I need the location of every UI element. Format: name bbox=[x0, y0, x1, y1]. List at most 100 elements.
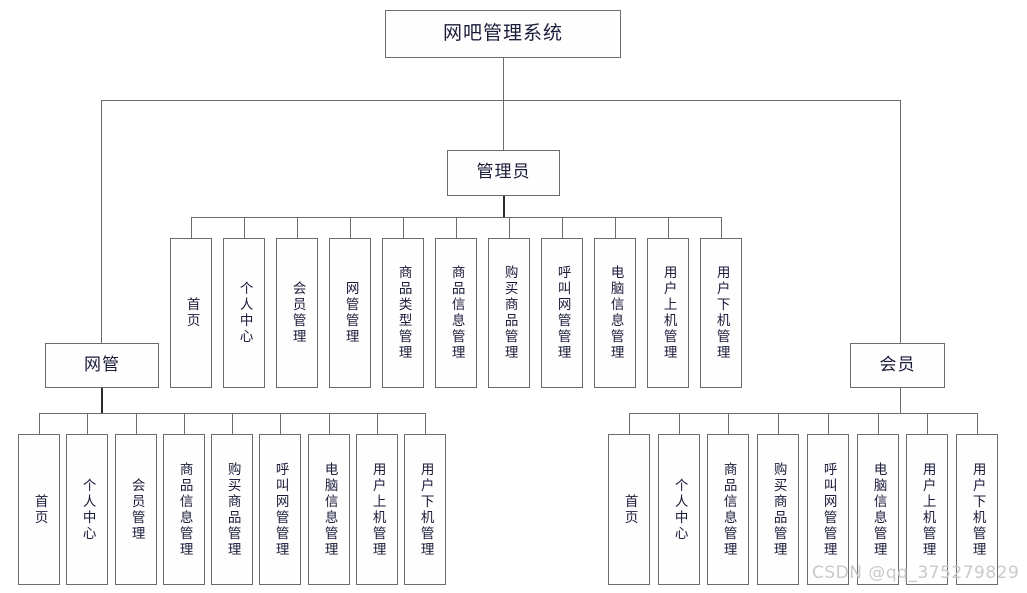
edge-netadmin-child-drop bbox=[425, 413, 426, 434]
node-admin-child-label: 用户上机管理 bbox=[660, 265, 677, 361]
edge-admin-child-drop bbox=[509, 217, 510, 238]
edge-admin-child-drop bbox=[562, 217, 563, 238]
node-admin-child[interactable]: 用户上机管理 bbox=[647, 238, 689, 388]
node-admin-child-label: 商品信息管理 bbox=[448, 265, 465, 361]
node-admin-child[interactable]: 个人中心 bbox=[223, 238, 265, 388]
edge-admin-child-drop bbox=[615, 217, 616, 238]
edge-top-bus-to-admin bbox=[503, 100, 504, 150]
node-netadmin-child[interactable]: 会员管理 bbox=[115, 434, 157, 585]
edge-member-child-drop bbox=[679, 413, 680, 434]
edge-netadmin-child-drop bbox=[136, 413, 137, 434]
edge-root-stem bbox=[503, 58, 504, 100]
edge-member-stem bbox=[900, 388, 901, 413]
node-netadmin-child[interactable]: 购买商品管理 bbox=[211, 434, 253, 585]
node-netadmin-child-label: 首页 bbox=[31, 493, 48, 526]
node-admin-child[interactable]: 用户下机管理 bbox=[700, 238, 742, 388]
node-role-member-label: 会员 bbox=[879, 354, 916, 375]
edge-admin-child-drop bbox=[403, 217, 404, 238]
edge-admin-stem bbox=[503, 196, 505, 217]
node-member-child-label: 用户下机管理 bbox=[969, 461, 986, 558]
node-admin-child[interactable]: 电脑信息管理 bbox=[594, 238, 636, 388]
node-admin-child-label: 个人中心 bbox=[236, 281, 253, 345]
edge-top-bus bbox=[101, 100, 901, 101]
node-admin-child-label: 商品类型管理 bbox=[395, 265, 412, 361]
edge-member-child-drop bbox=[778, 413, 779, 434]
edge-member-child-drop bbox=[828, 413, 829, 434]
edge-top-bus-to-member bbox=[900, 100, 901, 343]
node-netadmin-child-label: 购买商品管理 bbox=[224, 461, 241, 558]
node-netadmin-child[interactable]: 首页 bbox=[18, 434, 60, 585]
node-netadmin-child-label: 商品信息管理 bbox=[176, 461, 193, 558]
node-member-child-label: 商品信息管理 bbox=[720, 461, 737, 558]
node-admin-child-label: 用户下机管理 bbox=[713, 265, 730, 361]
edge-netadmin-child-drop bbox=[87, 413, 88, 434]
node-admin-child-label: 会员管理 bbox=[289, 281, 306, 345]
node-member-child-label: 个人中心 bbox=[671, 477, 688, 542]
edge-member-child-drop bbox=[927, 413, 928, 434]
node-member-child-label: 呼叫网管管理 bbox=[820, 461, 837, 558]
node-netadmin-child[interactable]: 个人中心 bbox=[66, 434, 108, 585]
edge-netadmin-child-drop bbox=[377, 413, 378, 434]
node-member-child-label: 购买商品管理 bbox=[770, 461, 787, 558]
node-member-child[interactable]: 电脑信息管理 bbox=[857, 434, 899, 585]
node-admin-child[interactable]: 呼叫网管管理 bbox=[541, 238, 583, 388]
node-netadmin-child[interactable]: 呼叫网管管理 bbox=[259, 434, 301, 585]
node-admin-child[interactable]: 网管管理 bbox=[329, 238, 371, 388]
node-admin-child-label: 购买商品管理 bbox=[501, 265, 518, 361]
node-netadmin-child-label: 用户上机管理 bbox=[369, 461, 386, 558]
edge-member-child-drop bbox=[977, 413, 978, 434]
edge-member-children-bus bbox=[629, 413, 977, 414]
node-admin-child[interactable]: 商品信息管理 bbox=[435, 238, 477, 388]
node-netadmin-child-label: 个人中心 bbox=[79, 477, 96, 542]
node-netadmin-child-label: 用户下机管理 bbox=[417, 461, 434, 558]
edge-netadmin-child-drop bbox=[280, 413, 281, 434]
node-member-child[interactable]: 商品信息管理 bbox=[707, 434, 749, 585]
edge-member-child-drop bbox=[728, 413, 729, 434]
edge-admin-child-drop bbox=[721, 217, 722, 238]
node-member-child[interactable]: 呼叫网管管理 bbox=[807, 434, 849, 585]
node-role-member[interactable]: 会员 bbox=[850, 343, 945, 388]
node-admin-child[interactable]: 商品类型管理 bbox=[382, 238, 424, 388]
node-member-child[interactable]: 购买商品管理 bbox=[757, 434, 799, 585]
node-admin-child-label: 首页 bbox=[183, 297, 200, 329]
node-netadmin-child[interactable]: 用户下机管理 bbox=[404, 434, 446, 585]
edge-netadmin-child-drop bbox=[39, 413, 40, 434]
node-member-child-label: 首页 bbox=[621, 493, 638, 526]
edge-netadmin-child-drop bbox=[329, 413, 330, 434]
node-admin-child-label: 呼叫网管管理 bbox=[554, 265, 571, 361]
node-netadmin-child-label: 会员管理 bbox=[128, 477, 145, 542]
watermark-text: CSDN @qq_375279829 bbox=[812, 563, 1020, 583]
edge-netadmin-child-drop bbox=[184, 413, 185, 434]
edge-admin-child-drop bbox=[191, 217, 192, 238]
edge-netadmin-child-drop bbox=[232, 413, 233, 434]
node-admin-child-label: 电脑信息管理 bbox=[607, 265, 624, 361]
node-member-child[interactable]: 用户下机管理 bbox=[956, 434, 998, 585]
node-netadmin-child-label: 呼叫网管管理 bbox=[272, 461, 289, 558]
edge-admin-child-drop bbox=[244, 217, 245, 238]
node-root-system[interactable]: 网吧管理系统 bbox=[385, 10, 621, 58]
node-role-netadmin[interactable]: 网管 bbox=[45, 343, 159, 388]
node-admin-child[interactable]: 会员管理 bbox=[276, 238, 318, 388]
node-member-child-label: 用户上机管理 bbox=[919, 461, 936, 558]
edge-member-child-drop bbox=[878, 413, 879, 434]
node-role-admin-label: 管理员 bbox=[476, 162, 531, 183]
node-member-child[interactable]: 首页 bbox=[608, 434, 650, 585]
edge-admin-child-drop bbox=[456, 217, 457, 238]
edge-member-child-drop bbox=[629, 413, 630, 434]
node-netadmin-child[interactable]: 用户上机管理 bbox=[356, 434, 398, 585]
edge-admin-child-drop bbox=[350, 217, 351, 238]
node-netadmin-child[interactable]: 电脑信息管理 bbox=[308, 434, 350, 585]
node-admin-child[interactable]: 购买商品管理 bbox=[488, 238, 530, 388]
node-member-child[interactable]: 个人中心 bbox=[658, 434, 700, 585]
node-role-netadmin-label: 网管 bbox=[84, 354, 120, 375]
node-root-label: 网吧管理系统 bbox=[442, 22, 563, 45]
node-netadmin-child-label: 电脑信息管理 bbox=[321, 461, 338, 558]
edge-admin-child-drop bbox=[668, 217, 669, 238]
node-role-admin[interactable]: 管理员 bbox=[447, 150, 560, 196]
edge-netadmin-stem bbox=[101, 388, 103, 413]
node-admin-child-label: 网管管理 bbox=[342, 281, 359, 345]
node-member-child[interactable]: 用户上机管理 bbox=[906, 434, 948, 585]
node-netadmin-child[interactable]: 商品信息管理 bbox=[163, 434, 205, 585]
node-admin-child[interactable]: 首页 bbox=[170, 238, 212, 388]
